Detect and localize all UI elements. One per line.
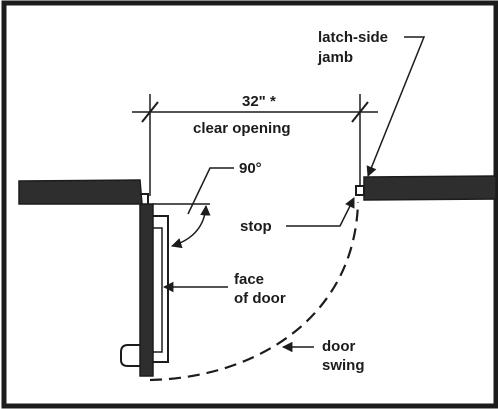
stop-leader [286,197,355,227]
door-pull-handle [153,215,169,363]
latch-side-jamb-label-2: jamb [317,49,353,66]
angle-arc [170,204,211,249]
face-of-door-label: face [234,271,264,288]
door-lever-handle [120,344,140,367]
angle-label: 90° [239,160,262,177]
door-swing-arc [149,201,360,382]
door-panel-outline [153,227,163,353]
door-swing-label-2: swing [322,357,365,374]
clear-opening-label: clear opening [193,120,291,137]
face-of-door-label-2: of door [234,290,286,307]
dimension-tick-right [351,101,369,123]
latch-side-jamb-label: latch-side [318,29,388,46]
right-wall [363,175,497,201]
latch-side-jamb [355,185,365,196]
door-leaf [139,203,154,377]
door-swing-label: door [322,338,355,355]
stop-label: stop [240,218,272,235]
left-wall [18,179,143,205]
dimension-label: 32" * [242,93,276,110]
latch-side-jamb-leader [366,36,426,177]
angle-leader [187,167,234,215]
dimension-tick-left [141,101,159,123]
